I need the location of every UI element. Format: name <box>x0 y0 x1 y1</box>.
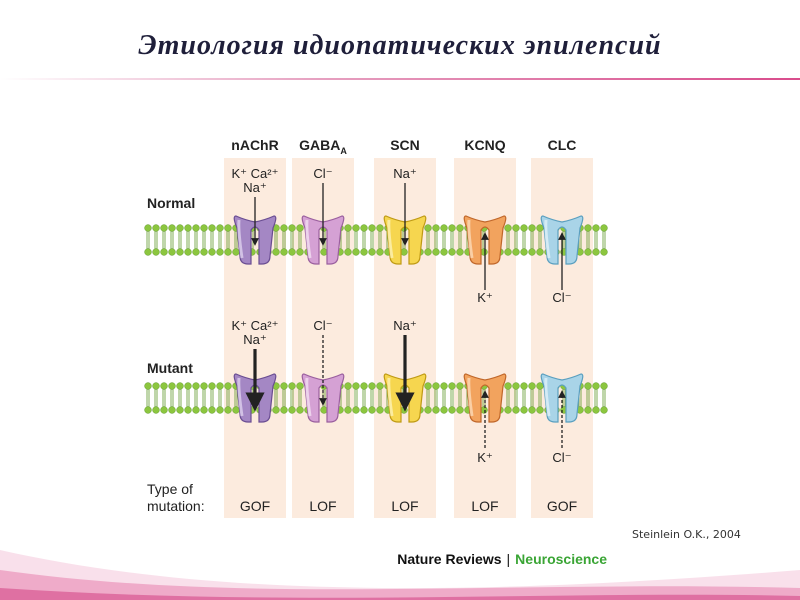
journal-section: Neuroscience <box>515 551 607 567</box>
mutation-type: LOF <box>391 498 418 514</box>
ion-label: K⁺ <box>477 450 493 465</box>
channel-header: SCN <box>390 137 420 153</box>
ion-label: Cl⁻ <box>552 290 571 305</box>
ion-label: Na⁺ <box>243 180 266 195</box>
ion-label: K⁺ Ca²⁺ <box>232 166 279 181</box>
ion-label: Na⁺ <box>243 332 266 347</box>
title-divider <box>0 78 800 80</box>
mutation-type: LOF <box>471 498 498 514</box>
channel-mutant-gaba <box>301 373 345 423</box>
journal-credit: Nature Reviews |Neuroscience <box>397 551 607 567</box>
row-label-normal: Normal <box>147 195 195 211</box>
ion-label: Cl⁻ <box>313 166 332 181</box>
channel-subscript: A <box>340 146 347 156</box>
journal-name: Nature Reviews <box>397 551 501 567</box>
channel-name: SCN <box>390 137 420 153</box>
channel-normal-nachr <box>233 215 277 265</box>
channel-mutant-kcnq <box>463 373 507 423</box>
mutation-label-line1: Type of <box>147 481 193 497</box>
channel-header: KCNQ <box>464 137 505 153</box>
ion-label: Na⁺ <box>393 318 416 333</box>
ion-label: Na⁺ <box>393 166 416 181</box>
mutation-type: GOF <box>547 498 577 514</box>
channel-name: nAChR <box>231 137 278 153</box>
channel-mutant-clc <box>540 373 584 423</box>
citation: Steinlein O.K., 2004 <box>632 528 741 541</box>
channel-name: GABA <box>299 137 340 153</box>
channel-normal-gaba <box>301 215 345 265</box>
ion-label: K⁺ Ca²⁺ <box>232 318 279 333</box>
channel-normal-kcnq <box>463 215 507 265</box>
row-label-mutant: Mutant <box>147 360 193 376</box>
ion-label: Cl⁻ <box>313 318 332 333</box>
channel-normal-scn <box>383 215 427 265</box>
channel-header: GABAA <box>299 137 347 156</box>
channel-name: CLC <box>548 137 577 153</box>
channel-normal-clc <box>540 215 584 265</box>
channel-mutant-scn <box>383 373 427 423</box>
channel-header: CLC <box>548 137 577 153</box>
channel-mutant-nachr <box>233 373 277 423</box>
channel-header: nAChR <box>231 137 278 153</box>
mutation-label-line2: mutation: <box>147 498 205 514</box>
ion-label: K⁺ <box>477 290 493 305</box>
journal-separator: | <box>507 551 511 567</box>
slide-title: Этиология идиопатических эпилепсий <box>138 30 662 61</box>
ion-label: Cl⁻ <box>552 450 571 465</box>
mutation-type: LOF <box>309 498 336 514</box>
mutation-type: GOF <box>240 498 270 514</box>
channel-name: KCNQ <box>464 137 505 153</box>
